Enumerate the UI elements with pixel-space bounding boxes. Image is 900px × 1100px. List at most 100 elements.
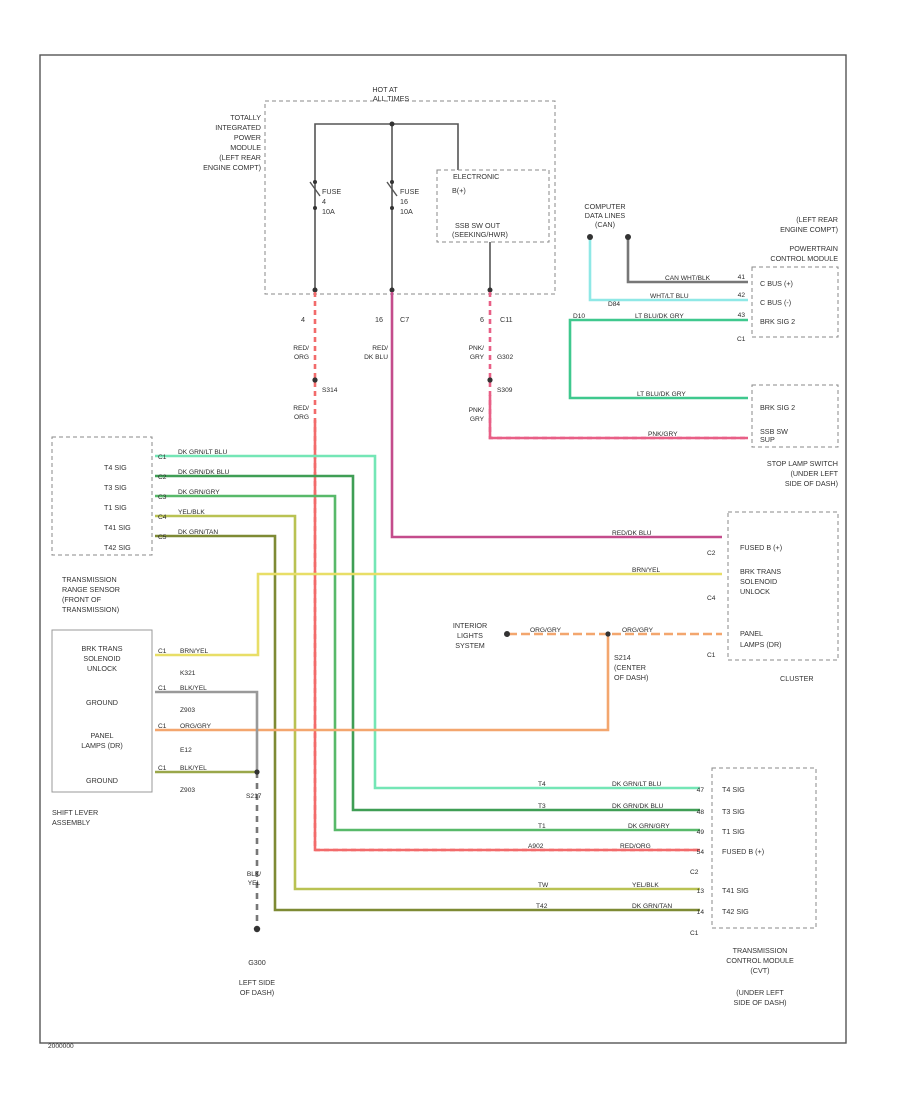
svg-text:INTEGRATED: INTEGRATED: [215, 123, 261, 132]
svg-text:C1: C1: [158, 723, 167, 730]
svg-text:S214: S214: [614, 653, 631, 662]
svg-text:14: 14: [697, 909, 705, 916]
svg-text:C BUS (+): C BUS (+): [760, 279, 793, 288]
fuse-16: FUSE 16 10A: [386, 180, 419, 216]
svg-text:YEL/BLK: YEL/BLK: [632, 882, 659, 889]
ils-connector-dot: [504, 631, 510, 637]
svg-text:ORG/GRY: ORG/GRY: [180, 723, 212, 730]
pin-tipm-c7: C7: [400, 315, 409, 324]
svg-text:(CAN): (CAN): [595, 220, 615, 229]
svg-text:T41 SIG: T41 SIG: [104, 523, 131, 532]
svg-text:(LEFT REAR: (LEFT REAR: [796, 215, 838, 224]
wire-pnk-gry: [488, 292, 748, 440]
svg-text:UNLOCK: UNLOCK: [740, 587, 770, 596]
svg-text:SIDE OF DASH): SIDE OF DASH): [733, 998, 786, 1007]
wire-lt-blu-dk-gry: [568, 318, 748, 400]
svg-text:GRY: GRY: [470, 416, 485, 423]
svg-text:(CENTER: (CENTER: [614, 663, 646, 672]
svg-text:DK GRN/GRY: DK GRN/GRY: [628, 823, 670, 830]
shifter-wire-labels: BRN/YEL K321 BLK/YEL Z903 ORG/GRY E12 BL…: [180, 648, 262, 887]
svg-text:BRN/YEL: BRN/YEL: [632, 567, 661, 574]
svg-text:GRY: GRY: [470, 354, 485, 361]
svg-text:POWERTRAIN: POWERTRAIN: [789, 244, 838, 253]
cluster-wire-labels: RED/DK BLU BRN/YEL ORG/GRY ORG/GRY: [530, 530, 661, 634]
svg-text:ASSEMBLY: ASSEMBLY: [52, 818, 90, 827]
svg-text:T42 SIG: T42 SIG: [722, 907, 749, 916]
svg-text:CLUSTER: CLUSTER: [780, 674, 814, 683]
trs-wire-labels: DK GRN/LT BLU DK GRN/DK BLU DK GRN/GRY Y…: [178, 449, 230, 536]
svg-text:LEFT SIDE: LEFT SIDE: [239, 978, 275, 987]
wire-t4: [155, 454, 700, 790]
wire-can-blu: [588, 237, 748, 302]
svg-text:SOLENOID: SOLENOID: [740, 577, 777, 586]
svg-text:C2: C2: [707, 550, 716, 557]
svg-text:STOP LAMP SWITCH: STOP LAMP SWITCH: [767, 459, 838, 468]
svg-text:OF DASH): OF DASH): [240, 988, 274, 997]
svg-text:(FRONT OF: (FRONT OF: [62, 595, 102, 604]
splice-s217-dot: [254, 769, 260, 775]
pcm-module: COMPUTER DATA LINES (CAN) (LEFT REAR ENG…: [584, 202, 839, 343]
svg-text:DK GRN/GRY: DK GRN/GRY: [178, 489, 220, 496]
svg-text:GROUND: GROUND: [86, 776, 118, 785]
tcm-module: T4 SIG T3 SIG T1 SIG FUSED B (+) T41 SIG…: [690, 767, 817, 1007]
pin-tipm-4: 4: [301, 315, 305, 324]
svg-text:BRK TRANS: BRK TRANS: [740, 567, 781, 576]
svg-text:DK GRN/TAN: DK GRN/TAN: [632, 903, 672, 910]
svg-text:T4: T4: [538, 781, 546, 788]
svg-text:4: 4: [322, 197, 326, 206]
svg-text:SUP: SUP: [760, 435, 775, 444]
electronic-relay: ELECTRONIC B(+) SSB SW OUT (SEEKING/HWR): [436, 169, 550, 243]
wire-tb: [155, 534, 700, 912]
svg-text:C2: C2: [690, 869, 699, 876]
svg-text:T4 SIG: T4 SIG: [722, 785, 745, 794]
svg-text:BRN/YEL: BRN/YEL: [180, 648, 209, 655]
svg-text:PNK/GRY: PNK/GRY: [648, 431, 678, 438]
svg-text:C1: C1: [158, 765, 167, 772]
svg-text:SSB SW OUT: SSB SW OUT: [455, 221, 501, 230]
svg-text:WHT/LT BLU: WHT/LT BLU: [650, 293, 689, 300]
svg-text:42: 42: [738, 292, 746, 299]
svg-text:C1: C1: [158, 685, 167, 692]
svg-text:S309: S309: [497, 387, 513, 394]
svg-text:DK BLU: DK BLU: [364, 354, 388, 361]
svg-text:DK GRN/DK BLU: DK GRN/DK BLU: [178, 469, 230, 476]
svg-text:T1 SIG: T1 SIG: [104, 503, 127, 512]
svg-text:FUSED B (+): FUSED B (+): [722, 847, 764, 856]
svg-text:D10: D10: [573, 313, 585, 320]
svg-text:SOLENOID: SOLENOID: [83, 654, 120, 663]
svg-text:RED/ORG: RED/ORG: [620, 843, 651, 850]
svg-text:41: 41: [738, 274, 746, 281]
svg-text:BRK SIG 2: BRK SIG 2: [760, 403, 795, 412]
svg-text:ENGINE COMPT): ENGINE COMPT): [780, 225, 838, 234]
svg-text:C2: C2: [158, 474, 167, 481]
interior-lights-system: INTERIOR LIGHTS SYSTEM S214 (CENTER OF D…: [453, 621, 649, 682]
svg-text:DK GRN/LT BLU: DK GRN/LT BLU: [612, 781, 661, 788]
svg-text:BLK/YEL: BLK/YEL: [180, 765, 207, 772]
svg-text:47: 47: [697, 787, 705, 794]
trans-range-sensor: T4 SIG T3 SIG T1 SIG T41 SIG T42 SIG C1 …: [51, 436, 167, 614]
svg-text:DK GRN/LT BLU: DK GRN/LT BLU: [178, 449, 227, 456]
svg-text:DK GRN/TAN: DK GRN/TAN: [178, 529, 218, 536]
svg-text:SSB SW: SSB SW: [760, 427, 788, 436]
svg-text:RED/: RED/: [372, 345, 388, 352]
wire-t1: [155, 494, 700, 832]
wire-can-blk: [626, 237, 748, 284]
svg-text:LIGHTS: LIGHTS: [457, 631, 483, 640]
wire-tw: [155, 514, 700, 891]
pin-tipm-6: 6: [480, 315, 484, 324]
svg-text:48: 48: [697, 809, 705, 816]
wire-t3: [155, 474, 700, 812]
svg-text:ORG/GRY: ORG/GRY: [622, 627, 654, 634]
svg-text:BRK TRANS: BRK TRANS: [81, 644, 122, 653]
svg-text:CONTROL MODULE: CONTROL MODULE: [770, 254, 838, 263]
svg-text:RANGE SENSOR: RANGE SENSOR: [62, 585, 120, 594]
tcm-wire-labels: T4 T3 T1 A902 RED/ORG TW T42 DK GRN/LT B…: [528, 781, 672, 910]
svg-text:T3 SIG: T3 SIG: [104, 483, 127, 492]
svg-text:PNK/: PNK/: [469, 407, 485, 414]
svg-text:T1 SIG: T1 SIG: [722, 827, 745, 836]
tipm-wire-labels: RED/ ORG S314 RED/ ORG RED/ DK BLU PNK/ …: [293, 345, 513, 423]
svg-text:TRANSMISSION: TRANSMISSION: [733, 946, 788, 955]
svg-text:A902: A902: [528, 843, 544, 850]
svg-text:INTERIOR: INTERIOR: [453, 621, 487, 630]
svg-text:SYSTEM: SYSTEM: [455, 641, 485, 650]
